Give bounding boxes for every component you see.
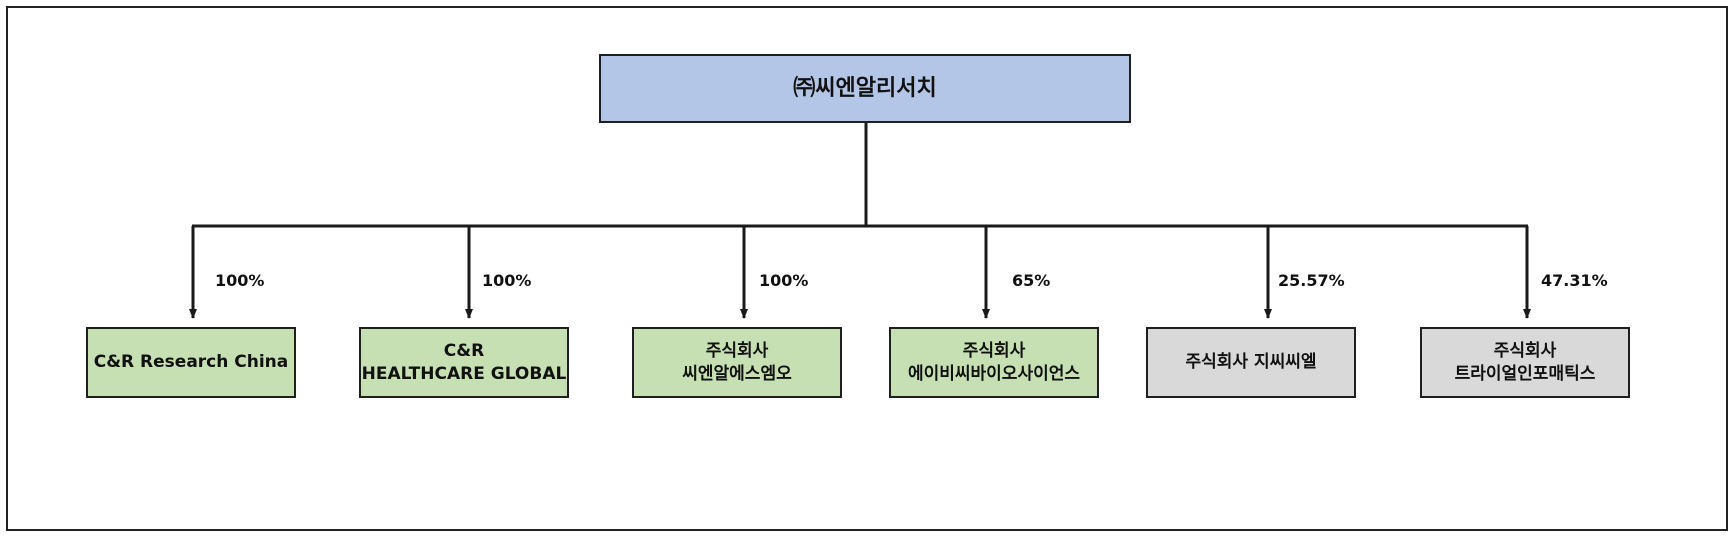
ownership-label-abc-bioscience: 65% xyxy=(1012,271,1051,290)
company-name-line: 주식회사 xyxy=(705,340,769,361)
ownership-label-trial-informatics: 47.31% xyxy=(1541,271,1608,290)
ownership-label-c-r-healthcare-global: 100% xyxy=(482,271,532,290)
company-name-line: 씨엔알에스엠오 xyxy=(682,363,792,384)
ownership-label-gccl: 25.57% xyxy=(1278,271,1345,290)
company-name-line: 주식회사 지씨씨엘 xyxy=(1185,352,1317,373)
company-box-c-r-research-china: C&R Research China xyxy=(86,327,296,398)
root-company-box: ㈜씨엔알리서치 xyxy=(599,54,1131,123)
company-box-abc-bioscience: 주식회사 에이비씨바이오사이언스 xyxy=(889,327,1099,398)
diagram-frame xyxy=(6,6,1728,531)
company-name-line: 주식회사 xyxy=(962,340,1026,361)
company-name-line: HEALTHCARE GLOBAL xyxy=(361,363,567,384)
root-company-label: ㈜씨엔알리서치 xyxy=(793,75,937,101)
ownership-label-c-r-research-china: 100% xyxy=(215,271,265,290)
ownership-label-cnr-smo: 100% xyxy=(759,271,809,290)
company-box-cnr-smo: 주식회사 씨엔알에스엠오 xyxy=(632,327,842,398)
company-name-line: C&R xyxy=(443,340,485,361)
company-name-line: 트라이얼인포매틱스 xyxy=(1454,363,1596,384)
company-name-line: 에이비씨바이오사이언스 xyxy=(907,363,1081,384)
company-name-line: 주식회사 xyxy=(1493,340,1557,361)
company-box-gccl: 주식회사 지씨씨엘 xyxy=(1146,327,1356,398)
company-name-line: C&R Research China xyxy=(93,352,289,373)
company-box-c-r-healthcare-global: C&R HEALTHCARE GLOBAL xyxy=(359,327,569,398)
company-box-trial-informatics: 주식회사 트라이얼인포매틱스 xyxy=(1420,327,1630,398)
